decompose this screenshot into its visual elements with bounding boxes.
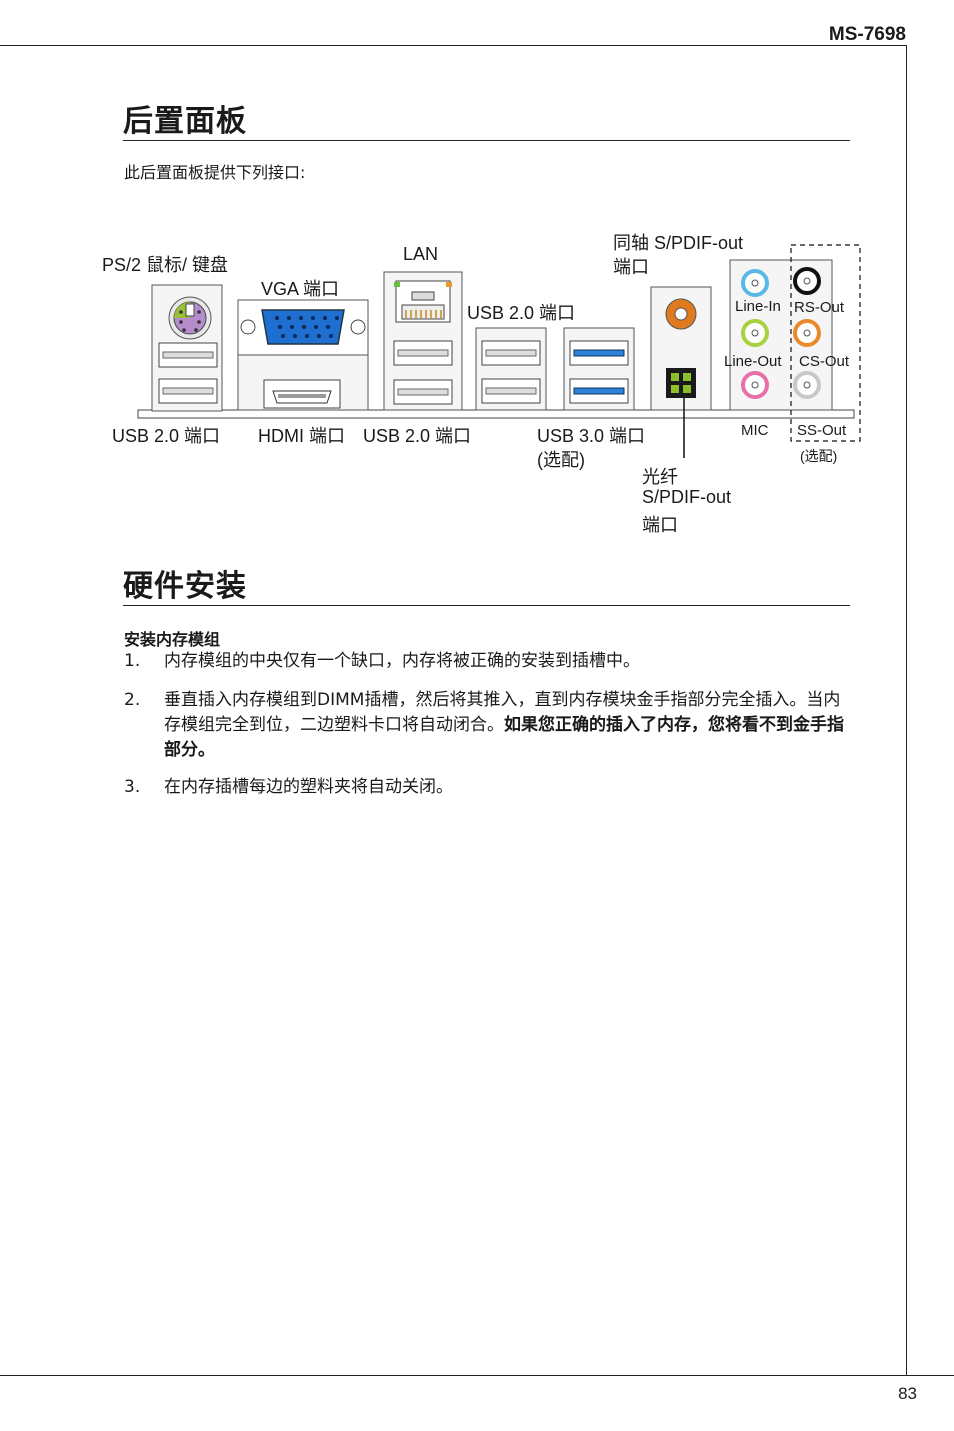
list-text-3: 在内存插槽每边的塑料夹将自动关闭。 xyxy=(164,777,453,797)
label-coax-1: 同轴 S/PDIF-out xyxy=(613,233,744,253)
rear-panel-svg xyxy=(137,244,861,458)
spdif-block xyxy=(650,286,712,458)
label-line-out: Line-Out xyxy=(724,353,782,370)
label-usb20-left: USB 2.0 端口 xyxy=(112,426,221,446)
ps2-port-block xyxy=(151,284,223,412)
label-usb20-mid: USB 2.0 端口 xyxy=(363,426,472,446)
section-title-rear-panel: 后置面板 xyxy=(123,104,247,139)
label-vga: VGA 端口 xyxy=(261,279,340,299)
vga-hdmi-block xyxy=(237,299,369,411)
label-ss-out: SS-Out xyxy=(797,422,847,439)
usb30-block xyxy=(563,327,635,411)
lan-usb-block xyxy=(383,271,463,411)
memory-install-subtitle: 安装内存模组 xyxy=(124,630,221,649)
list-num-2: 2. xyxy=(124,690,141,710)
list-item-2: 2. 垂直插入内存模组到DIMM插槽，然后将其推入，直到内存模块金手指部分完全插… xyxy=(124,688,854,768)
right-margin-rule xyxy=(906,45,907,1375)
rear-panel-diagram: PS/2 鼠标/ 键盘 VGA 端口 LAN USB 2.0 端口 同轴 S/P… xyxy=(0,0,954,560)
usb20-block xyxy=(475,327,547,411)
label-cs-out: CS-Out xyxy=(799,353,850,370)
list-text-2: 垂直插入内存模组到DIMM插槽，然后将其推入，直到内存模块金手指部分完全插入。当… xyxy=(164,690,841,735)
label-ps2: PS/2 鼠标/ 键盘 xyxy=(102,255,229,275)
rear-panel-intro: 此后置面板提供下列接口: xyxy=(124,163,306,182)
label-line-in: Line-In xyxy=(735,298,781,315)
label-lan: LAN xyxy=(403,244,439,264)
label-usb20-top: USB 2.0 端口 xyxy=(467,303,576,323)
page-number: 83 xyxy=(898,1384,917,1403)
label-usb30-1: USB 3.0 端口 xyxy=(537,426,646,446)
footer-rule xyxy=(0,1375,954,1376)
label-coax-2: 端口 xyxy=(613,257,649,277)
audio-block xyxy=(729,244,861,442)
list-text-2-bold: 如果您正确的插入了内存，您将看不到金手指部分。 xyxy=(164,715,844,760)
header-rule xyxy=(0,45,906,46)
section1-rule xyxy=(123,140,850,141)
label-usb30-2: (选配) xyxy=(537,450,585,470)
section2-rule xyxy=(123,605,850,606)
label-ss-out-optional: (选配) xyxy=(800,448,838,464)
label-optical-2: S/PDIF-out xyxy=(642,487,732,507)
label-optical-3: 端口 xyxy=(642,515,678,535)
section-title-hardware-install: 硬件安装 xyxy=(123,569,247,604)
model-number: MS-7698 xyxy=(828,24,906,45)
label-hdmi: HDMI 端口 xyxy=(258,426,345,446)
list-text-1: 内存模组的中央仅有一个缺口，内存将被正确的安装到插槽中。 xyxy=(164,651,640,671)
label-optical-1: 光纤 xyxy=(642,467,678,487)
list-num-3: 3. xyxy=(124,777,141,797)
list-body-2: 垂直插入内存模组到DIMM插槽，然后将其推入，直到内存模块金手指部分完全插入。当… xyxy=(164,688,854,763)
label-mic: MIC xyxy=(741,422,769,439)
list-num-1: 1. xyxy=(124,651,141,671)
label-rs-out: RS-Out xyxy=(794,299,845,316)
